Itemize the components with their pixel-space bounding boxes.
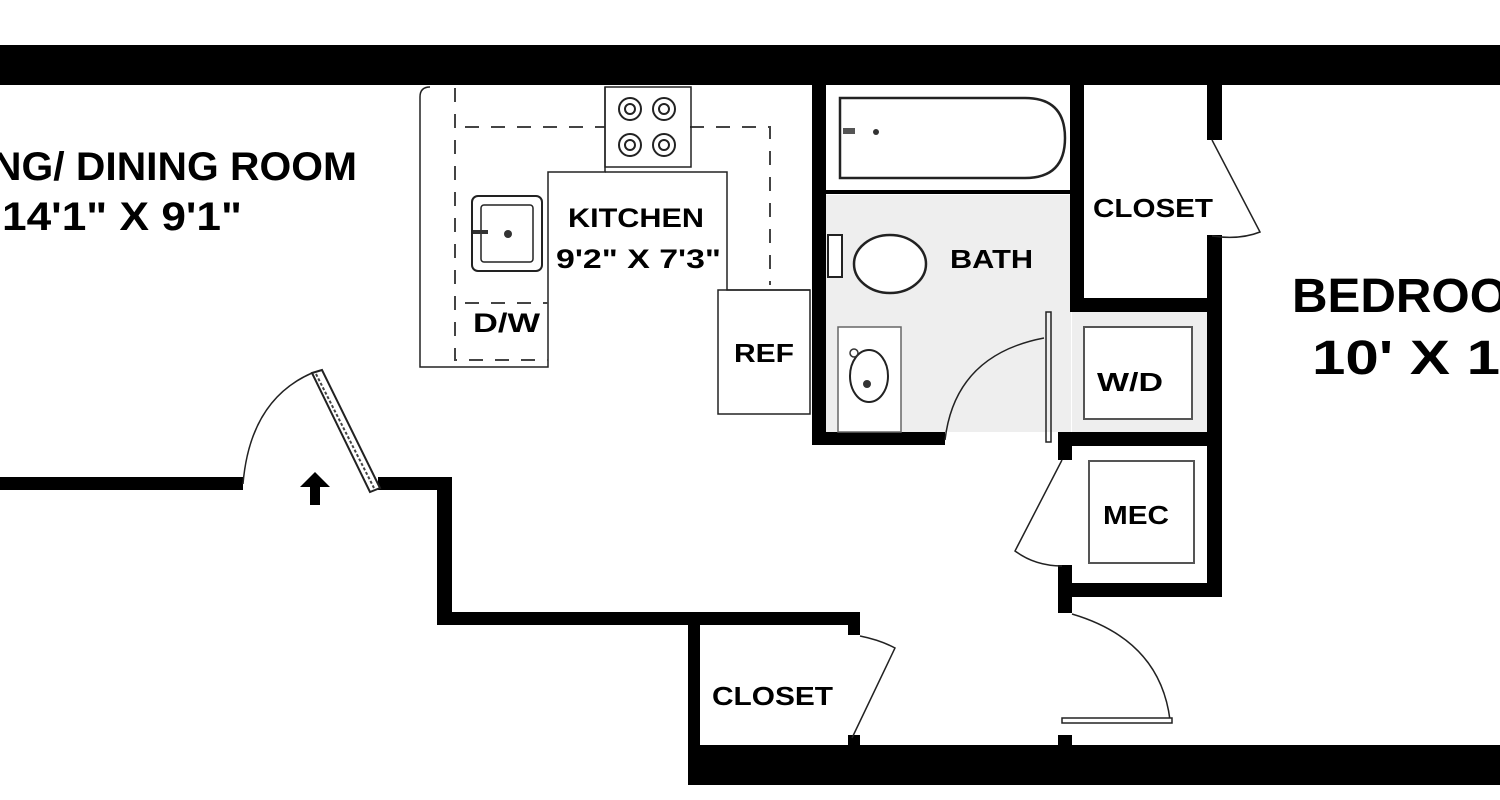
upper-cabinet-outline: [454, 88, 771, 361]
mechanical-unit: [1088, 460, 1195, 564]
closet-wall-stub: [848, 612, 860, 635]
tub-divider: [826, 190, 1071, 194]
bath-label: BATH: [950, 244, 1033, 274]
hall-wall-horizontal: [437, 612, 860, 625]
kitchen-label: KITCHEN: [568, 203, 704, 233]
sink-icon: [471, 195, 543, 272]
washer-dryer-label: W/D: [1097, 367, 1163, 397]
bedroom-door-swing[interactable]: [1071, 613, 1171, 721]
hall-wall-vertical: [437, 477, 452, 625]
mec-door[interactable]: [1014, 459, 1063, 567]
closet-door-bottom[interactable]: [851, 635, 896, 739]
bedroom-size: 10' X 1: [1312, 332, 1500, 385]
bathtub-icon: [838, 96, 1067, 180]
bath-wall-right: [1070, 85, 1084, 312]
bath-sink-icon: [837, 326, 902, 433]
stove-icon: [618, 97, 676, 157]
top-exterior-wall: [0, 45, 1500, 85]
closet-wall-left: [688, 612, 700, 785]
mec-wall-stub: [1058, 565, 1072, 613]
bath-wall-bottom: [812, 432, 945, 445]
refrigerator-label: REF: [734, 338, 794, 368]
laundry-wall-bottom: [1058, 432, 1222, 446]
closet-wall-right: [1207, 235, 1222, 597]
stove: [604, 86, 692, 168]
living-dining-room-label: NG/ DINING ROOM: [0, 145, 357, 189]
closet-wall-right-top: [1207, 85, 1222, 140]
bedroom-label: BEDROO: [1292, 270, 1500, 323]
toilet-icon: [827, 233, 928, 295]
mec-wall-bottom: [1058, 583, 1222, 597]
closet-door-top[interactable]: [1211, 139, 1262, 239]
bottom-exterior-wall: [688, 745, 1500, 785]
living-dining-room-size: 14'1" X 9'1": [2, 195, 242, 239]
closet-wall-bottom: [1070, 298, 1222, 312]
bath-wall-left: [812, 85, 826, 445]
kitchen-counter-left: [419, 86, 606, 368]
closet-bottom-label: CLOSET: [712, 681, 833, 711]
entry-arrow-icon: [300, 472, 330, 505]
entry-door[interactable]: [242, 368, 382, 494]
bedroom-wall-stub: [1058, 735, 1072, 747]
bath-door-panel[interactable]: [1045, 311, 1052, 443]
mec-wall-stub: [1058, 432, 1072, 460]
bath-door-swing[interactable]: [944, 337, 1045, 441]
closet-top-label: CLOSET: [1093, 193, 1213, 223]
closet-wall-stub: [848, 735, 860, 747]
mechanical-label: MEC: [1103, 500, 1169, 530]
bedroom-door-panel[interactable]: [1061, 717, 1173, 724]
kitchen-size: 9'2" X 7'3": [556, 244, 721, 274]
entry-wall-right: [378, 477, 452, 490]
entry-wall-left: [0, 477, 243, 490]
refrigerator: [717, 289, 811, 415]
washer-dryer: [1083, 326, 1193, 420]
dishwasher-label: D/W: [473, 308, 541, 338]
